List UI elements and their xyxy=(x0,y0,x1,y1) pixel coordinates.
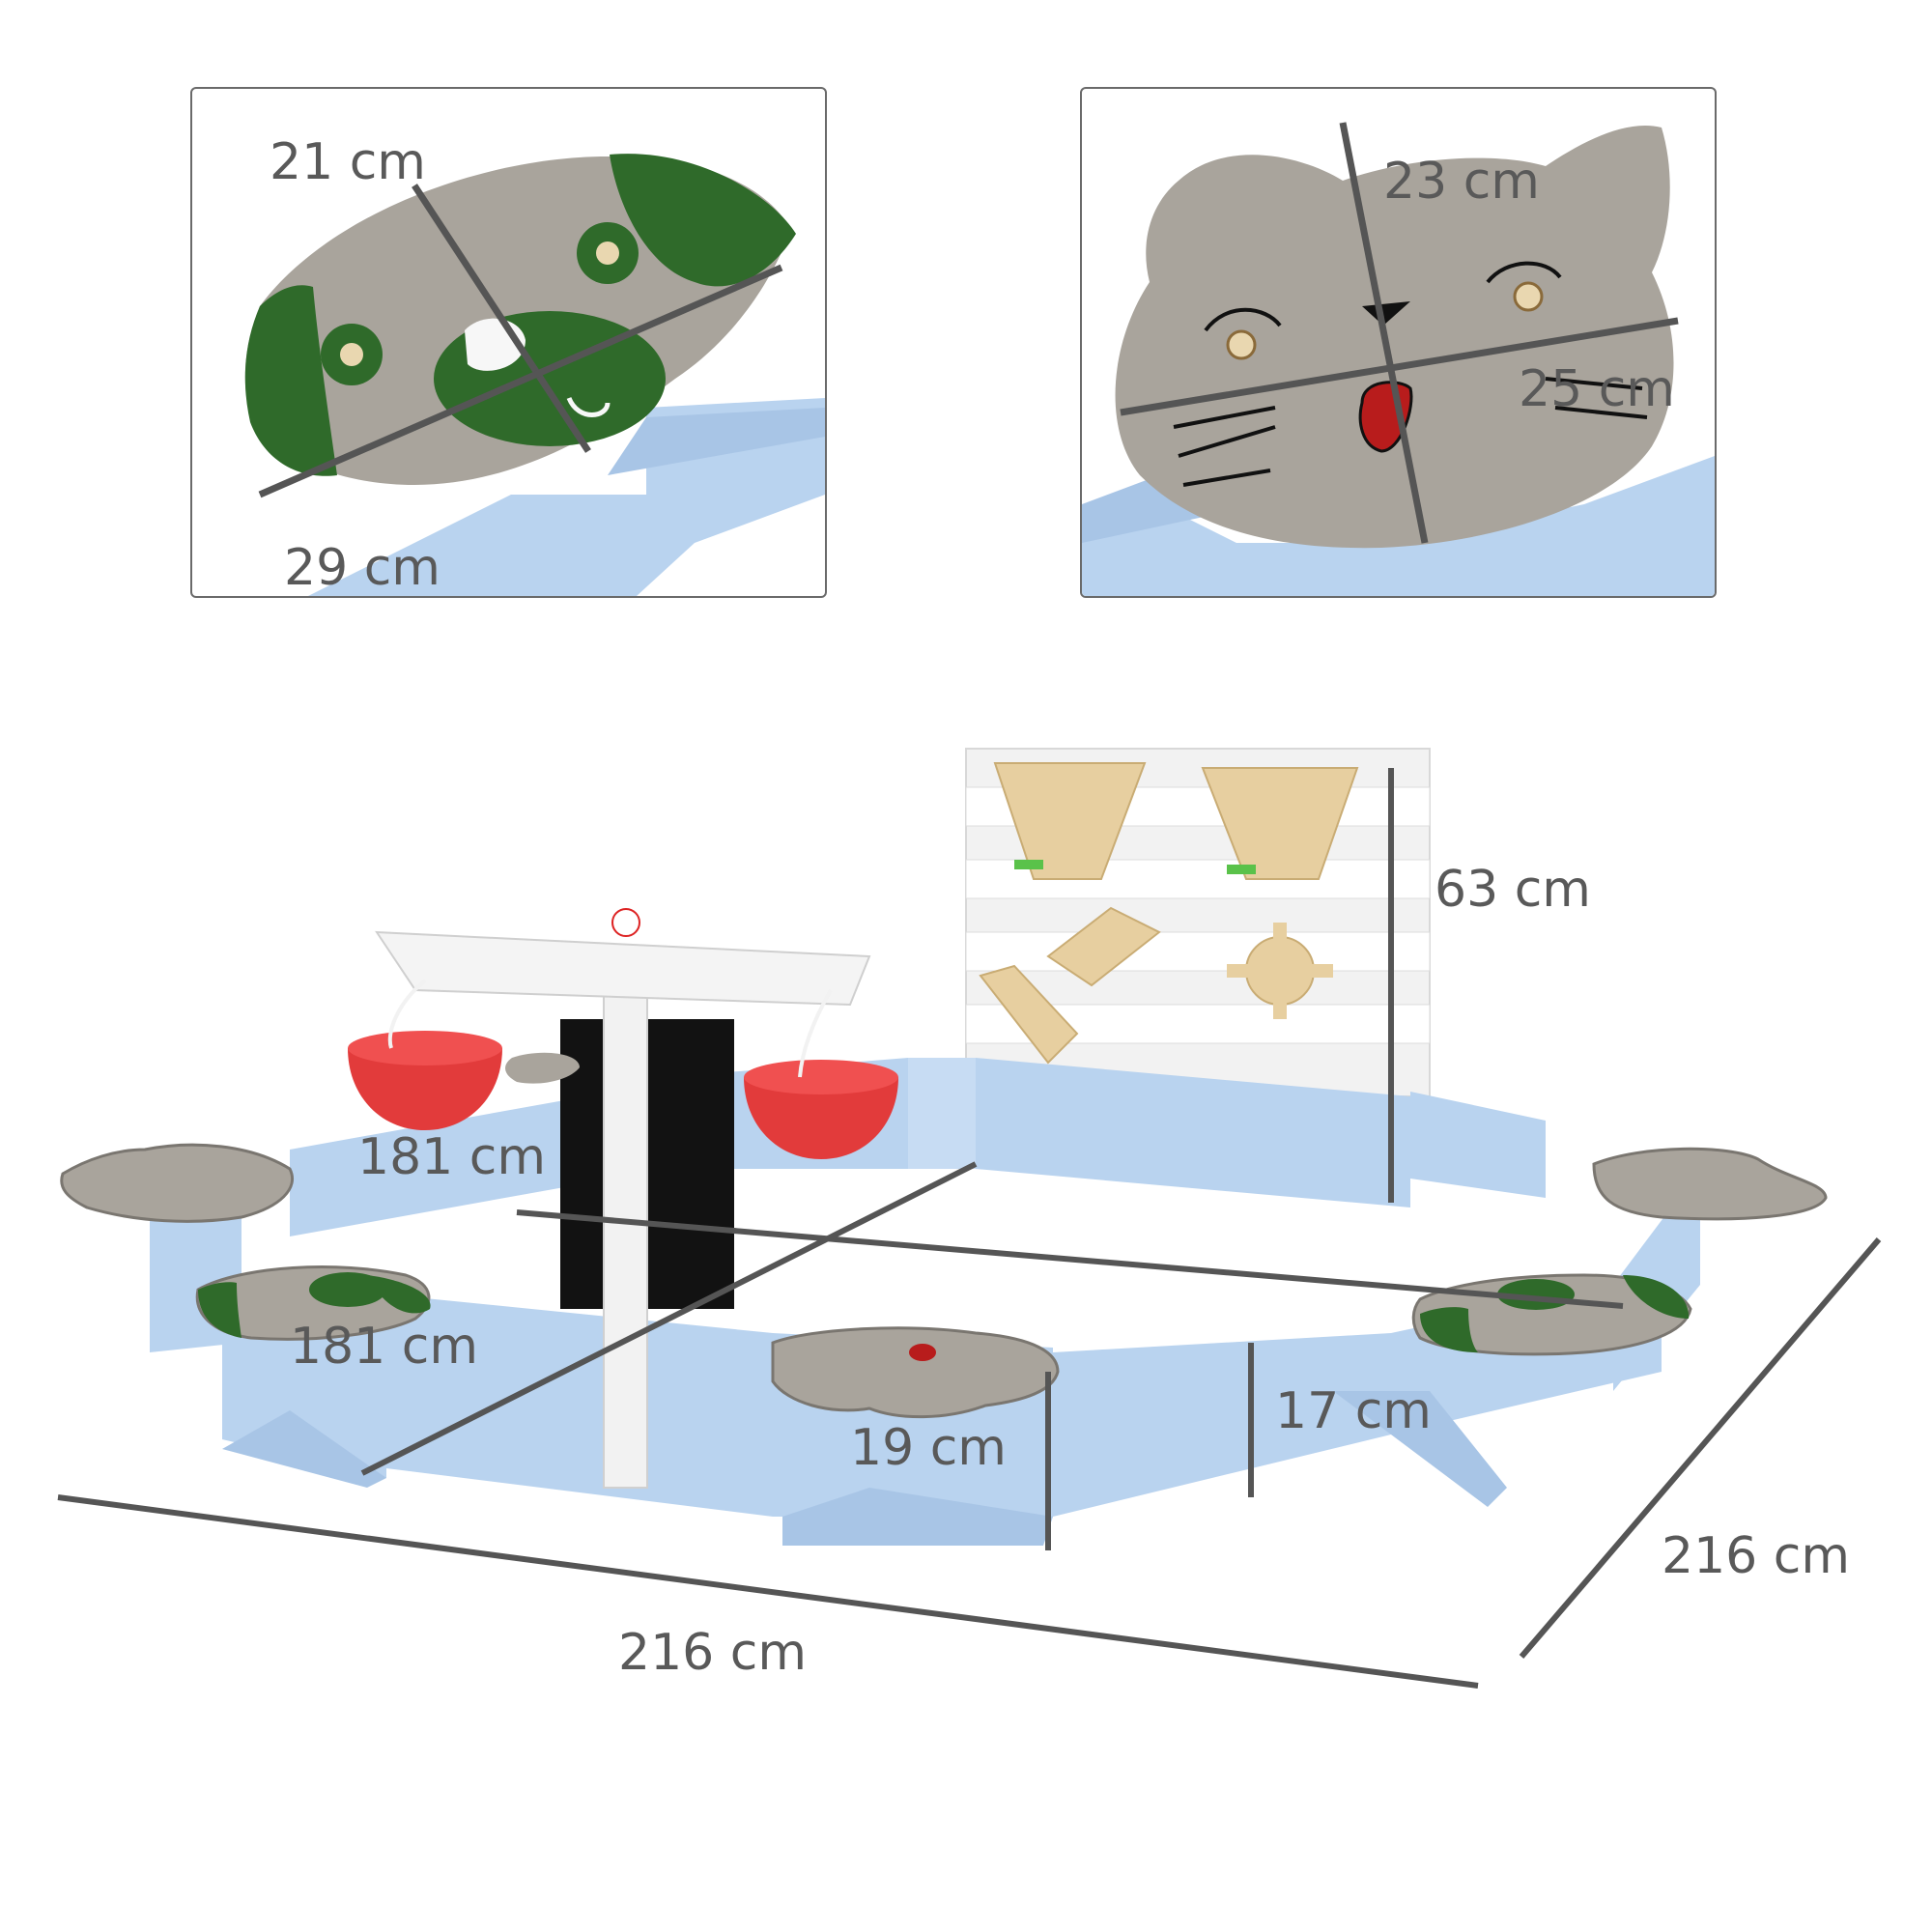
cat-seat-detail-panel: 23 cm 25 cm xyxy=(1080,87,1717,598)
balance-scale xyxy=(348,908,898,1489)
sandpit-illustration xyxy=(57,748,1882,1689)
cat-seat-width-label: 25 cm xyxy=(1519,360,1675,418)
water-wall-board xyxy=(965,748,1431,1097)
wall-height-label: 63 cm xyxy=(1435,861,1591,919)
cat-face-seat-icon xyxy=(60,1143,294,1223)
dog-face-seat-icon xyxy=(195,1265,431,1341)
dog-seat-illustration xyxy=(244,154,825,596)
cat-face-seat-icon xyxy=(771,1326,1060,1419)
dog-seat-width-label: 21 cm xyxy=(270,133,426,191)
dog-seat-detail-panel: 21 cm 29 cm xyxy=(190,87,827,598)
measurement-lines xyxy=(57,768,1882,1689)
cat-seat-illustration xyxy=(1082,122,1715,596)
dog-seat-length-label: 29 cm xyxy=(284,539,440,597)
dog-face-seat-icon xyxy=(505,1052,580,1084)
dog-face-seat-icon xyxy=(1411,1273,1692,1356)
dog-face-seat-icon xyxy=(244,154,796,485)
inner-diagonal-label-1: 181 cm xyxy=(357,1128,547,1186)
side-depth-label: 216 cm xyxy=(1662,1527,1851,1585)
cat-face-seat-icon xyxy=(1592,1147,1828,1221)
inner-diagonal-label-2: 181 cm xyxy=(290,1318,479,1376)
cat-seat-height-label: 23 cm xyxy=(1383,153,1540,211)
seat-height-label: 19 cm xyxy=(850,1419,1007,1477)
side-height-label: 17 cm xyxy=(1275,1382,1432,1440)
sandpit-main-view: 63 cm 181 cm 181 cm 19 cm 17 cm 216 cm 2… xyxy=(0,715,1932,1932)
front-width-label: 216 cm xyxy=(618,1624,808,1682)
cat-face-seat-icon xyxy=(1115,126,1674,549)
